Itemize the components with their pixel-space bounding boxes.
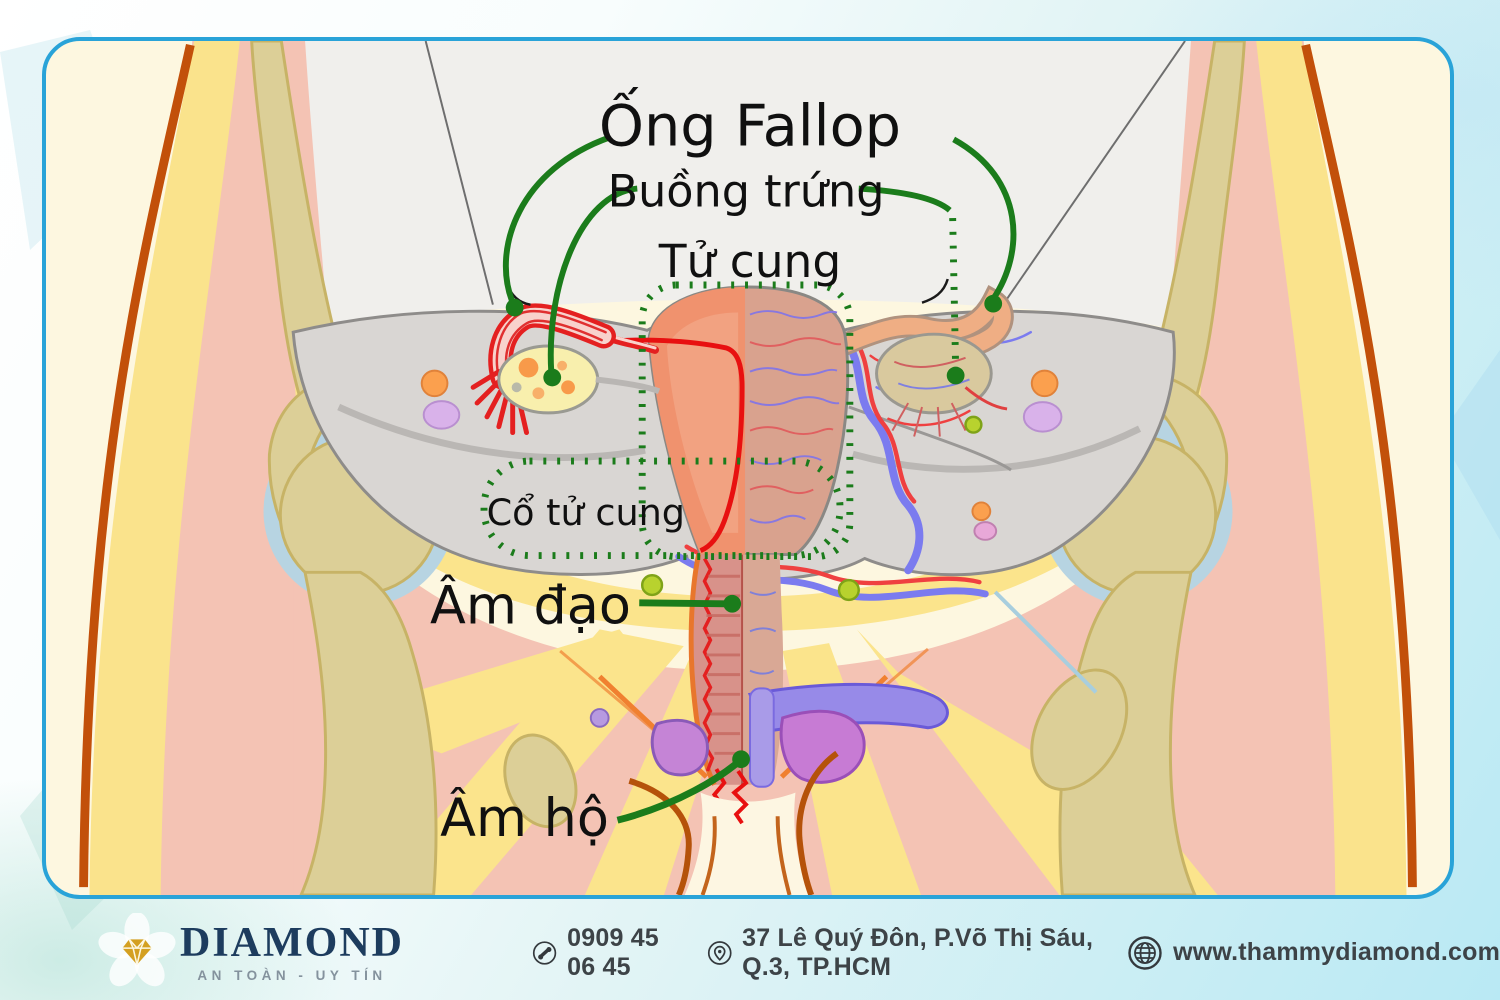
ovary-left-follicles bbox=[511, 357, 575, 400]
globe-icon bbox=[1128, 935, 1162, 970]
vulva-region bbox=[628, 750, 839, 895]
contact-address: 37 Lê Quý Đôn, P.Võ Thị Sáu, Q.3, TP.HCM bbox=[707, 924, 1101, 982]
contact-phone: 0909 45 06 45 bbox=[532, 924, 681, 982]
phone-icon bbox=[532, 940, 557, 965]
annotations bbox=[480, 134, 1017, 824]
label-vulva: Âm hộ bbox=[440, 788, 609, 849]
tube-hook-right bbox=[921, 278, 949, 304]
lymph-nodes bbox=[420, 369, 1063, 728]
vestibular-bulb-right bbox=[779, 709, 866, 784]
femur-shaft-right bbox=[1058, 570, 1197, 895]
funnel-line-right bbox=[1006, 41, 1186, 300]
fat-band-left bbox=[89, 41, 240, 895]
endometrium-line bbox=[599, 337, 745, 553]
uterus-surface-vessels bbox=[749, 310, 842, 524]
ovary-right-vessels bbox=[891, 356, 1008, 437]
ovary-pointer-left bbox=[547, 185, 638, 372]
brand-name: DIAMOND bbox=[180, 919, 404, 966]
funnel-line-left bbox=[424, 41, 494, 305]
uterus-section-inner bbox=[666, 312, 739, 533]
urogenital-structures bbox=[650, 682, 949, 788]
address-text: 37 Lê Quý Đôn, P.Võ Thị Sáu, Q.3, TP.HCM bbox=[742, 923, 1094, 981]
location-icon bbox=[707, 940, 732, 965]
website-text: www.thammydiamond.com bbox=[1173, 938, 1500, 966]
ovary-pointer-right-dotted bbox=[949, 218, 960, 368]
peritoneal-funnel bbox=[301, 41, 1195, 333]
label-uterus: Tử cung bbox=[658, 235, 842, 288]
diamond-gem-icon bbox=[122, 938, 152, 965]
uterus-dotted-outline bbox=[638, 281, 854, 560]
ovarian-ligament-left bbox=[595, 376, 661, 395]
ovary-pointer-right-solid bbox=[858, 185, 952, 213]
fimbriae-left bbox=[470, 369, 529, 436]
diagram-card: Ống Fallop Buồng trứng Tử cung Cổ tử cun… bbox=[42, 37, 1454, 899]
label-fallopian-tube: Ống Fallop bbox=[599, 85, 901, 159]
ovary-right bbox=[875, 332, 993, 415]
vulva-pointer bbox=[616, 759, 741, 824]
vestibular-bulb-left bbox=[650, 718, 709, 777]
contact-website: www.thammydiamond.com bbox=[1127, 935, 1500, 971]
fallopian-pointer-right bbox=[952, 136, 1017, 301]
fallopian-tube-left bbox=[470, 303, 660, 436]
vagina-pointer bbox=[639, 599, 727, 608]
urethra bbox=[748, 687, 775, 788]
cervix-dotted-outline bbox=[480, 457, 844, 560]
femur-bones bbox=[267, 369, 1229, 895]
annotation-dots bbox=[505, 294, 1003, 769]
contact-bar: 0909 45 06 45 37 Lê Quý Đôn, P.Võ Thị Sá… bbox=[532, 905, 1500, 1000]
fat-band-right bbox=[1256, 41, 1407, 895]
skin-line-left bbox=[79, 43, 195, 888]
flower-icon bbox=[98, 913, 176, 987]
brand-logo: DIAMOND AN TOÀN - UY TÍN bbox=[98, 913, 404, 991]
brand-tagline: AN TOÀN - UY TÍN bbox=[197, 967, 387, 983]
footer: DIAMOND AN TOÀN - UY TÍN 0909 45 06 45 3… bbox=[0, 905, 1500, 1000]
label-ovary: Buồng trứng bbox=[608, 166, 885, 217]
skin-line-right bbox=[1301, 43, 1417, 888]
label-vagina: Âm đạo bbox=[430, 576, 631, 637]
femur-shaft-left bbox=[299, 570, 438, 895]
vaginal-rugae bbox=[702, 557, 715, 772]
phone-number: 0909 45 06 45 bbox=[567, 923, 659, 981]
ligament-line-right bbox=[993, 590, 1098, 694]
ischium-left bbox=[503, 733, 578, 829]
ischium-right bbox=[1030, 668, 1129, 791]
fallopian-pointer-left bbox=[502, 134, 611, 304]
anatomy-illustration: Ống Fallop Buồng trứng Tử cung Cổ tử cun… bbox=[79, 41, 1417, 895]
label-cervix: Cổ tử cung bbox=[487, 491, 685, 534]
